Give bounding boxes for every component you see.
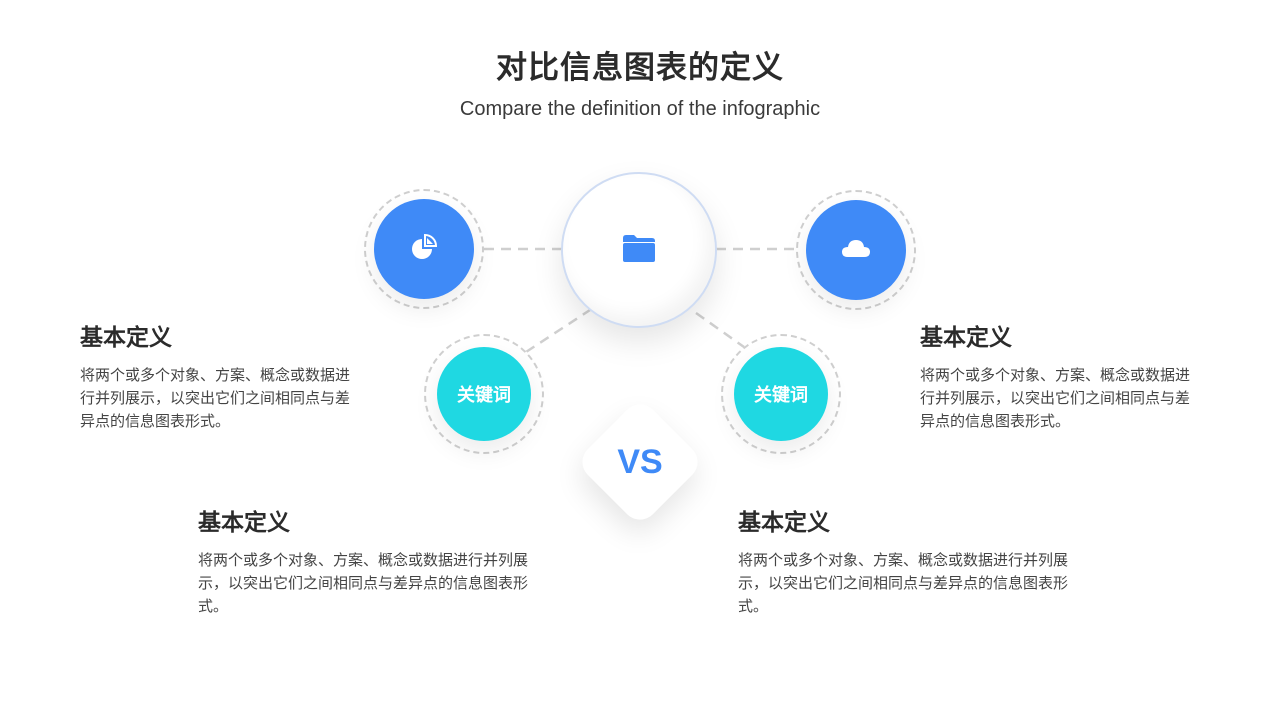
right-keyword-node[interactable]: 关键词 [734, 347, 828, 441]
definition-block-top-left: 基本定义 将两个或多个对象、方案、概念或数据进行并列展示，以突出它们之间相同点与… [80, 318, 360, 433]
block-title: 基本定义 [920, 325, 1012, 351]
block-text: 将两个或多个对象、方案、概念或数据进行并列展示，以突出它们之间相同点与差异点的信… [738, 551, 1069, 615]
folder-icon [621, 232, 657, 268]
block-text: 将两个或多个对象、方案、概念或数据进行并列展示，以突出它们之间相同点与差异点的信… [198, 551, 529, 615]
definition-block-top-right: 基本定义 将两个或多个对象、方案、概念或数据进行并列展示，以突出它们之间相同点与… [920, 318, 1200, 433]
page-title: 对比信息图表的定义 [496, 50, 784, 86]
block-title: 基本定义 [80, 325, 172, 351]
left-keyword-node[interactable]: 关键词 [437, 347, 531, 441]
pie-chart-node[interactable] [374, 199, 474, 299]
folder-node[interactable] [561, 172, 717, 328]
vs-label: VS [617, 442, 663, 481]
cloud-icon [840, 237, 872, 263]
block-text: 将两个或多个对象、方案、概念或数据进行并列展示，以突出它们之间相同点与差异点的信… [80, 366, 351, 430]
block-title: 基本定义 [738, 510, 830, 536]
pie-chart-icon [409, 232, 439, 266]
page-subtitle: Compare the definition of the infographi… [459, 98, 821, 120]
cloud-node[interactable] [806, 200, 906, 300]
block-title: 基本定义 [198, 510, 290, 536]
definition-block-bottom-left: 基本定义 将两个或多个对象、方案、概念或数据进行并列展示，以突出它们之间相同点与… [198, 503, 543, 618]
block-text: 将两个或多个对象、方案、概念或数据进行并列展示，以突出它们之间相同点与差异点的信… [920, 366, 1191, 430]
definition-block-bottom-right: 基本定义 将两个或多个对象、方案、概念或数据进行并列展示，以突出它们之间相同点与… [738, 503, 1083, 618]
